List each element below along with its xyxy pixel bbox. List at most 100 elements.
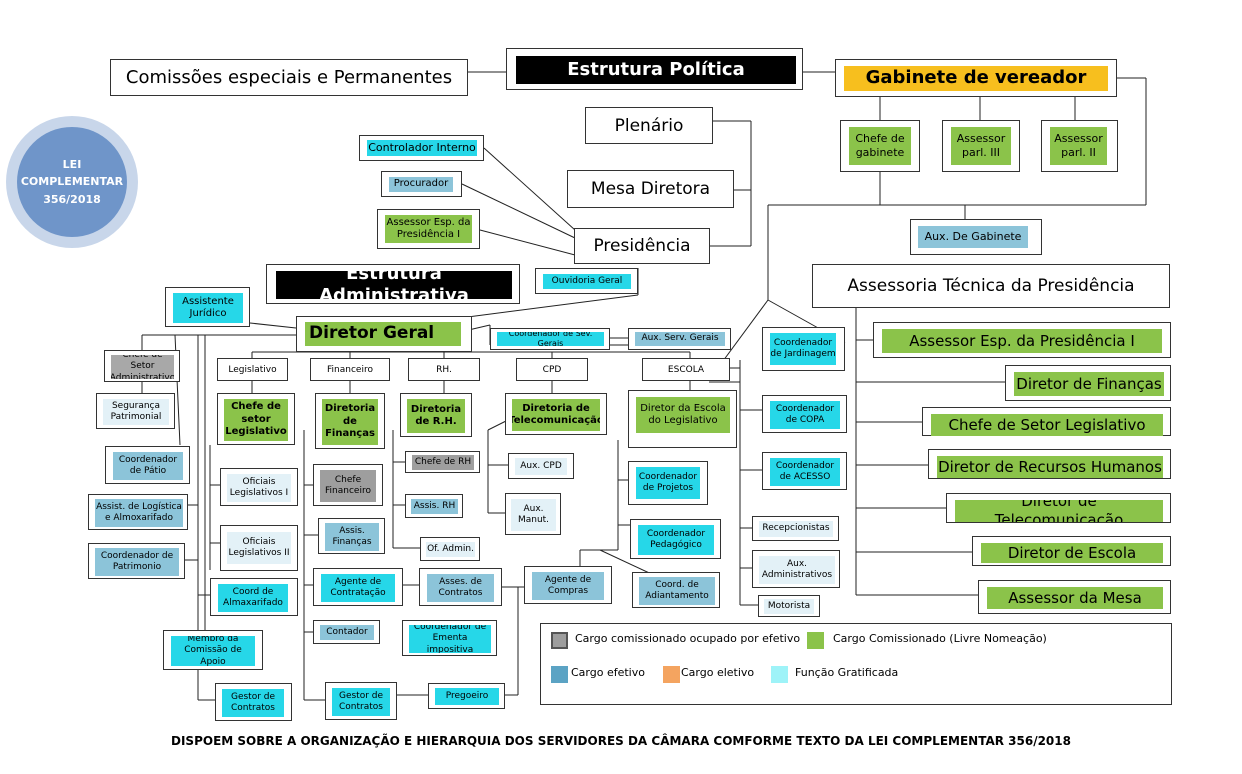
estrutura-administrativa-box: Estrutura Administrativa	[266, 264, 520, 304]
oficiais-i-label: Oficiais Legislativos I	[227, 474, 291, 502]
coord-patio-label: Coordenador de Pátio	[113, 452, 183, 480]
assistente-juridico-box: Assistente Jurídico	[165, 287, 250, 327]
coord-jardinagem-box: Coordenador de Jardinagem	[762, 327, 845, 371]
chefe-financeiro-label: Chefe Financeiro	[320, 470, 376, 502]
sector-financeiro: Financeiro	[310, 358, 390, 381]
legend-label-4: Cargo eletivo	[681, 666, 755, 679]
assessoria-item-5: Diretor de Telecomunicação	[946, 493, 1171, 523]
contador-label: Contador	[320, 625, 374, 640]
legend-swatch-4	[663, 666, 680, 683]
mesa-diretora-box: Mesa Diretora	[567, 170, 734, 208]
legend-swatch-2	[807, 632, 824, 649]
legend-label-3: Cargo efetivo	[571, 666, 645, 679]
coord-jardinagem-label: Coordenador de Jardinagem	[770, 333, 836, 365]
contador-box: Contador	[313, 620, 380, 644]
procurador-label: Procurador	[389, 177, 453, 192]
coord-patrimonio-box: Coordenador de Patrimonio	[88, 543, 185, 579]
coord-pedagogico-label: Coordenador Pedagógico	[638, 525, 714, 555]
sector-escola: ESCOLA	[642, 358, 730, 381]
legend-swatch-5	[771, 666, 788, 683]
assessoria-item-2-label: Diretor de Finanças	[1014, 372, 1164, 396]
agente-contratacao-box: Agente de Contratação	[313, 568, 403, 606]
coord-sev-gerais-box: Coordenador de Sev. Gerais	[490, 328, 610, 350]
chefe-setor-admin-label: Chefe de Setor Administrativo	[111, 355, 174, 379]
aux-administrativos-label: Aux. Administrativos	[759, 556, 835, 584]
coord-ementa-box: Coordenador de Ementa impositiva	[402, 620, 497, 656]
assistente-juridico-label: Assistente Jurídico	[173, 293, 243, 323]
agente-compras-box: Agente de Compras	[524, 566, 612, 604]
gestor-contratos-2-label: Gestor de Contratos	[332, 688, 390, 716]
chefe-rh-box: Chefe de RH	[405, 451, 480, 473]
coord-copa-label: Coordenador de COPA	[770, 401, 840, 429]
assessor-ii-label: Assessor parl. II	[1050, 127, 1107, 165]
assessoria-tecnica-title: Assessoria Técnica da Presidência	[812, 264, 1170, 308]
sector-legislativo: Legislativo	[217, 358, 288, 381]
assis-financas-box: Assis. Finanças	[318, 518, 385, 554]
assessoria-item-7: Assessor da Mesa	[978, 580, 1171, 614]
legend-label-1: Cargo comissionado ocupado por efetivo	[575, 632, 801, 645]
chefe-rh-label: Chefe de RH	[412, 455, 474, 470]
motorista-label: Motorista	[764, 599, 814, 614]
assessoria-item-4-label: Diretor de Recursos Humanos	[937, 456, 1163, 478]
chefe-gabinete-box: Chefe de gabinete	[840, 120, 920, 172]
diretor-geral-label: Diretor Geral	[305, 322, 461, 346]
gabinete-vereador-box: Gabinete de vereador	[835, 59, 1117, 97]
coord-ementa-label: Coordenador de Ementa impositiva	[409, 625, 491, 653]
gestor-contratos-1-box: Gestor de Contratos	[215, 683, 292, 721]
assessor-iii-box: Assessor parl. III	[942, 120, 1020, 172]
lei-badge: LEI COMPLEMENTAR 356/2018	[6, 116, 138, 248]
gestor-contratos-1-label: Gestor de Contratos	[222, 689, 284, 717]
coord-sev-gerais-label: Coordenador de Sev. Gerais	[497, 332, 604, 346]
lei-badge-text: LEI COMPLEMENTAR 356/2018	[17, 127, 127, 237]
coord-adiantamento-label: Coord. de Adiantamento	[639, 577, 715, 605]
diretor-escola-label: Diretor da Escola do Legislativo	[636, 397, 730, 433]
chefe-setor-legislativo-label: Chefe de setor Legislativo	[224, 399, 288, 441]
aux-manut-box: Aux. Manut.	[505, 493, 561, 535]
footer-caption: DISPOEM SOBRE A ORGANIZAÇÃO E HIERARQUIA…	[171, 734, 1071, 748]
agente-contratacao-label: Agente de Contratação	[321, 574, 395, 602]
assessoria-item-3-label: Chefe de Setor Legislativo	[931, 414, 1163, 436]
aux-gabinete-box: Aux. De Gabinete	[910, 219, 1042, 255]
assessoria-item-4: Diretor de Recursos Humanos	[928, 449, 1171, 479]
diretoria-financas-label: Diretoria de Finanças	[322, 399, 378, 445]
badge-line3: 356/2018	[43, 192, 101, 206]
coord-acesso-label: Coordenador de ACESSO	[770, 458, 840, 486]
legend-label-5: Função Gratificada	[795, 666, 899, 679]
ouvidoria-label: Ouvidoria Geral	[543, 274, 631, 289]
recepcionistas-box: Recepcionistas	[752, 516, 839, 541]
membro-comissao-label: Membro da Comissão de Apoio	[171, 636, 255, 666]
diretoria-telecom-box: Diretoria de Telecomunicação	[505, 393, 607, 435]
diretoria-telecom-label: Diretoria de Telecomunicação	[512, 399, 600, 431]
assessor-iii-label: Assessor parl. III	[951, 127, 1011, 165]
legend-label-2: Cargo Comissionado (Livre Nomeação)	[833, 632, 1047, 645]
gabinete-vereador-label: Gabinete de vereador	[844, 66, 1108, 91]
assessoria-item-6: Diretor de Escola	[972, 536, 1171, 566]
legend-swatch-1	[551, 632, 568, 649]
chefe-financeiro-box: Chefe Financeiro	[313, 464, 383, 506]
assessor-ii-box: Assessor parl. II	[1041, 120, 1118, 172]
controlador-interno-label: Controlador Interno	[367, 140, 477, 156]
badge-line1: LEI	[62, 158, 82, 172]
chefe-setor-legislativo-box: Chefe de setor Legislativo	[217, 393, 295, 445]
assessoria-item-3: Chefe de Setor Legislativo	[922, 407, 1171, 436]
seguranca-box: Segurança Patrimonial	[96, 393, 175, 429]
procurador-box: Procurador	[381, 171, 462, 197]
gestor-contratos-2-box: Gestor de Contratos	[325, 682, 397, 720]
chefe-gabinete-label: Chefe de gabinete	[849, 127, 911, 165]
pregoeiro-label: Pregoeiro	[435, 688, 499, 705]
coord-almoxarifado-label: Coord de Almaxarifado	[218, 584, 288, 612]
estrutura-politica-box: Estrutura Política	[506, 48, 803, 90]
coord-almoxarifado-box: Coord de Almaxarifado	[210, 578, 298, 616]
asses-contratos-box: Asses. de Contratos	[419, 568, 502, 606]
oficiais-ii-box: Oficiais Legislativos II	[220, 525, 298, 571]
diretoria-financas-box: Diretoria de Finanças	[315, 393, 385, 449]
coord-copa-box: Coordenador de COPA	[762, 395, 847, 433]
assist-logistica-label: Assist. de Logística e Almoxarifado	[95, 499, 183, 527]
diretoria-rh-box: Diretoria de R.H.	[400, 393, 472, 437]
diretor-escola-box: Diretor da Escola do Legislativo	[628, 390, 737, 448]
diretoria-rh-label: Diretoria de R.H.	[407, 399, 465, 433]
ouvidoria-box: Ouvidoria Geral	[535, 268, 638, 294]
assessoria-item-6-label: Diretor de Escola	[981, 543, 1163, 563]
assessoria-item-1-label: Assessor Esp. da Presidência I	[882, 329, 1162, 353]
controlador-interno-box: Controlador Interno	[359, 135, 484, 161]
